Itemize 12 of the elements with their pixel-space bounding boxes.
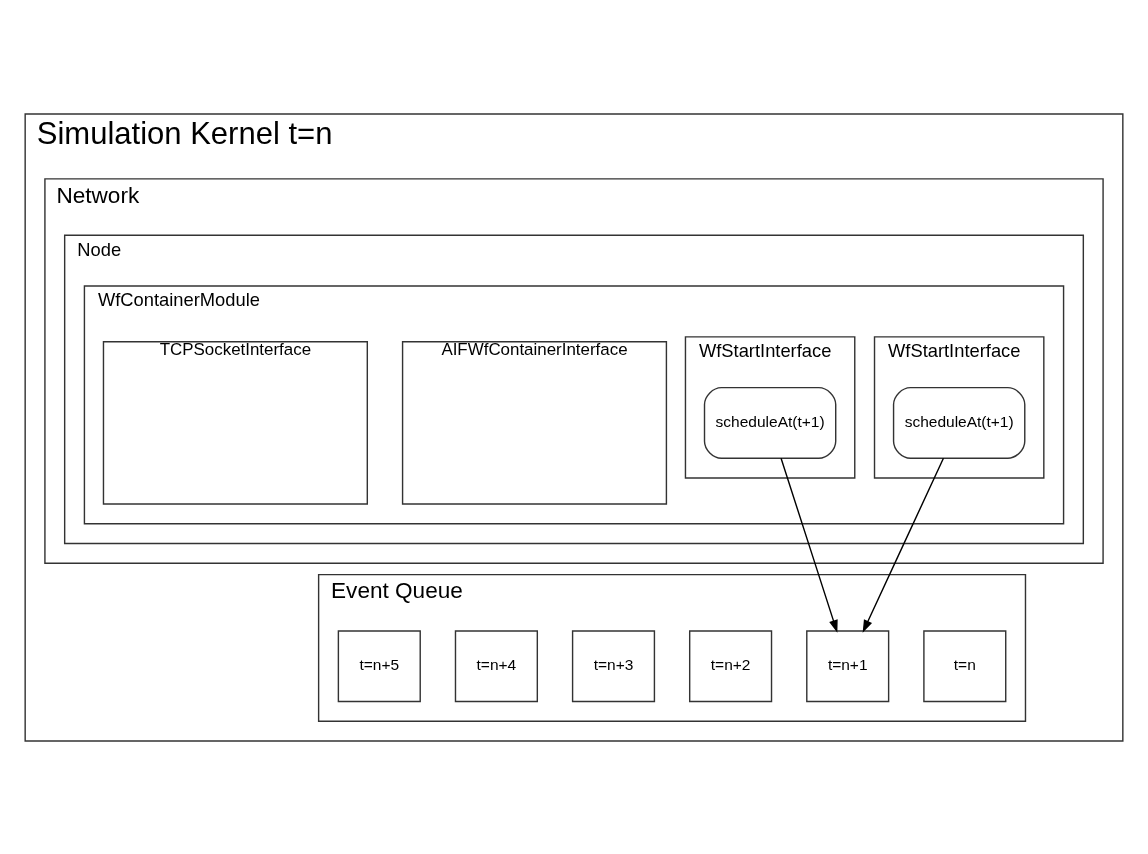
node-box: t=n+4 <box>454 629 539 702</box>
node-box: t=n+5 <box>337 629 421 702</box>
node-box: t=n+1 <box>806 629 890 702</box>
node-box: scheduleAt(t+1) <box>892 386 1026 459</box>
node-box: scheduleAt(t+1) <box>703 386 837 459</box>
node-box: AIFWfContainerInterface <box>401 340 668 505</box>
node-box: t=n+2 <box>689 629 773 702</box>
node-box: t=n <box>923 629 1007 702</box>
node-box: TCPSocketInterface <box>102 340 368 505</box>
node-box: t=n+3 <box>571 629 656 702</box>
arrow <box>780 457 838 633</box>
arrow <box>862 457 945 633</box>
